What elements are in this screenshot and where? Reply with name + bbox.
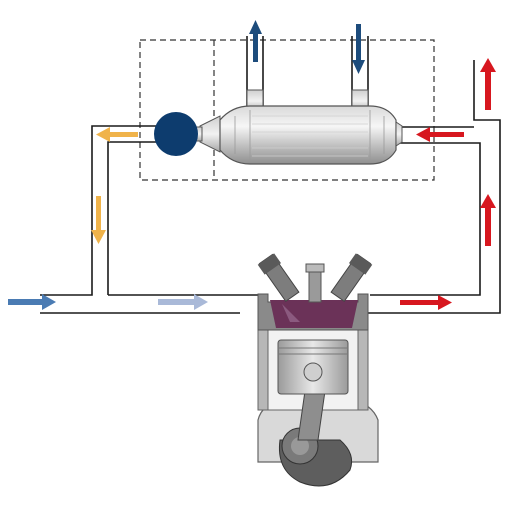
arrow-icon (96, 127, 138, 142)
arrow-icon (416, 127, 464, 142)
arrow-icon (8, 294, 56, 310)
arrow-icon (400, 295, 452, 310)
arrow-icon (158, 294, 208, 310)
pipe-network (40, 36, 501, 314)
pipe-exhaust-top (370, 142, 481, 296)
arrow-icon (249, 20, 262, 62)
egr-module-boundary (139, 39, 435, 181)
arrow-icon (480, 58, 496, 110)
heat-exchanger-icon (199, 105, 403, 165)
arrow-icon (91, 196, 106, 244)
arrow-icon (480, 194, 496, 246)
engine-cylinder-icon (257, 253, 379, 487)
pipe-inner-loop (107, 141, 160, 295)
pipe-outer-left (40, 125, 160, 296)
arrow-icon (352, 24, 365, 74)
pipe-exhaust-bottom (360, 60, 501, 314)
flow-arrows (8, 20, 496, 310)
circle-valve-icon (154, 112, 198, 156)
